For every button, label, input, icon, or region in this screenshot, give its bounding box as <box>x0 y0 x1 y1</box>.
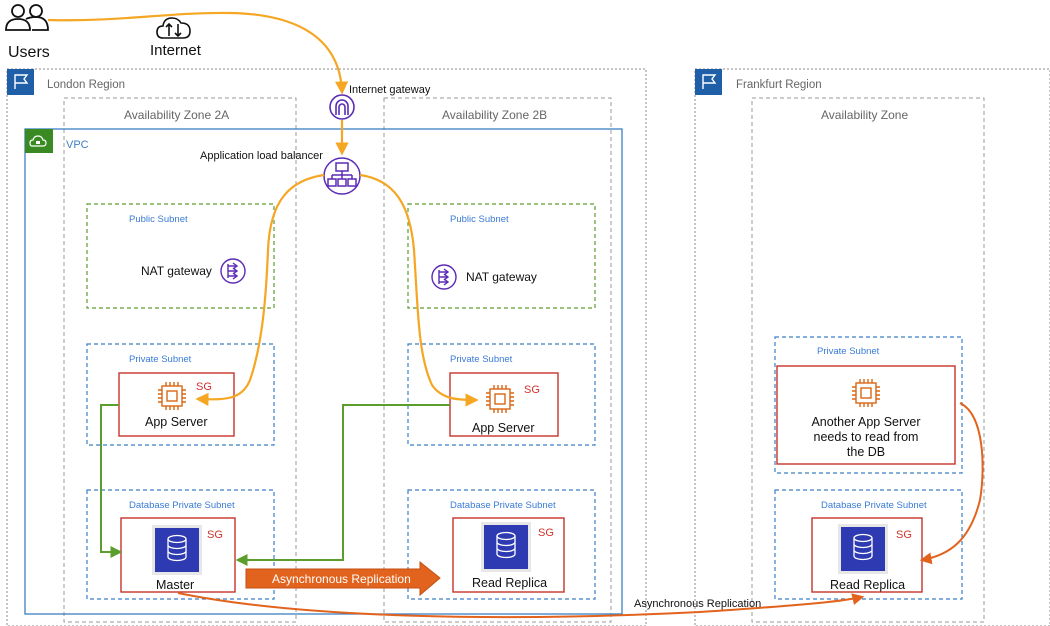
alb-to-app-a-flow <box>195 173 325 406</box>
london-region-label: London Region <box>47 79 126 91</box>
nat-gateway-icon <box>220 258 246 284</box>
frankfurt-region-box <box>694 68 1050 626</box>
vpc-cloud-icon <box>25 129 53 153</box>
sg-app-a: SG <box>196 381 212 393</box>
ec2-chip-icon <box>852 379 880 407</box>
private-subnet-b-label: Private Subnet <box>450 354 513 365</box>
app-server-b-label: App Server <box>472 421 535 435</box>
ec2-chip-icon <box>158 382 186 410</box>
app-server-a-box <box>118 372 235 437</box>
app-b-to-master-link <box>235 404 450 566</box>
sg-read-replica-b: SG <box>538 527 554 539</box>
read-replica-b-label: Read Replica <box>472 576 548 590</box>
app-server-frankfurt-box <box>776 365 956 465</box>
nat-gateway-a-label: NAT gateway <box>141 264 212 278</box>
frankfurt-app-line-2: needs to read from <box>813 430 919 444</box>
frankfurt-app-server-text: Another App Server needs to read from th… <box>777 415 955 460</box>
private-subnet-frankfurt-label: Private Subnet <box>817 346 880 357</box>
app-a-to-master-link <box>100 404 123 558</box>
sg-master: SG <box>207 529 223 541</box>
db-subnet-a-box <box>86 489 275 600</box>
cross-region-replication-label: Asynchronous Replication <box>634 598 762 610</box>
users-icon <box>5 4 49 31</box>
db-subnet-frankfurt-box <box>774 489 963 600</box>
users-label: Users <box>8 44 50 61</box>
az-2b-box <box>383 97 612 623</box>
internet-gateway-icon <box>329 94 355 120</box>
internet-gateway-label: Internet gateway <box>349 84 431 96</box>
frankfurt-region-flag-icon <box>695 69 722 95</box>
rds-database-icon <box>481 522 531 572</box>
sg-read-replica-frankfurt: SG <box>896 529 912 541</box>
rds-database-icon <box>152 525 202 575</box>
london-region-flag-icon <box>7 69 34 95</box>
az-2a-label: Availability Zone 2A <box>124 108 230 122</box>
frankfurt-app-line-1: Another App Server <box>811 415 921 429</box>
users-to-gateway-flow <box>47 11 349 95</box>
az-2a-box <box>63 97 297 623</box>
cross-region-replication-line <box>177 592 865 619</box>
read-replica-frankfurt-label: Read Replica <box>830 578 906 592</box>
london-region-box <box>6 68 647 626</box>
internet-label: Internet <box>150 42 201 59</box>
vpc-box <box>24 128 623 615</box>
public-subnet-b-box <box>407 203 596 309</box>
public-subnet-a-label: Public Subnet <box>129 214 188 225</box>
db-subnet-b-label: Database Private Subnet <box>450 500 556 511</box>
async-replication-arrow <box>245 560 441 597</box>
db-subnet-b-box <box>407 489 596 600</box>
frankfurt-app-to-replica-line <box>919 402 984 565</box>
async-replication-label: Asynchronous Replication <box>272 572 411 586</box>
alb-label: Application load balancer <box>200 150 323 162</box>
az-2b-label: Availability Zone 2B <box>442 108 548 122</box>
internet-cloud-icon <box>156 17 191 39</box>
private-subnet-b-box <box>407 343 596 446</box>
private-subnet-a-box <box>86 343 275 446</box>
load-balancer-icon <box>323 157 361 195</box>
sg-app-b: SG <box>524 384 540 396</box>
az-frankfurt-box <box>751 97 985 623</box>
frankfurt-app-line-3: the DB <box>846 445 886 459</box>
ec2-chip-icon <box>486 385 514 413</box>
app-server-a-label: App Server <box>145 415 208 429</box>
nat-gateway-icon <box>431 264 457 290</box>
private-subnet-a-label: Private Subnet <box>129 354 192 365</box>
master-label: Master <box>156 578 195 592</box>
nat-gateway-b-label: NAT gateway <box>466 270 537 284</box>
db-subnet-frankfurt-label: Database Private Subnet <box>821 500 927 511</box>
az-frankfurt-label: Availability Zone <box>821 108 909 122</box>
vpc-label: VPC <box>66 139 89 151</box>
public-subnet-b-label: Public Subnet <box>450 214 509 225</box>
alb-to-app-b-flow <box>359 173 479 407</box>
db-subnet-a-label: Database Private Subnet <box>129 500 235 511</box>
rds-database-icon <box>838 524 888 574</box>
public-subnet-a-box <box>86 203 275 309</box>
frankfurt-region-label: Frankfurt Region <box>736 79 822 91</box>
